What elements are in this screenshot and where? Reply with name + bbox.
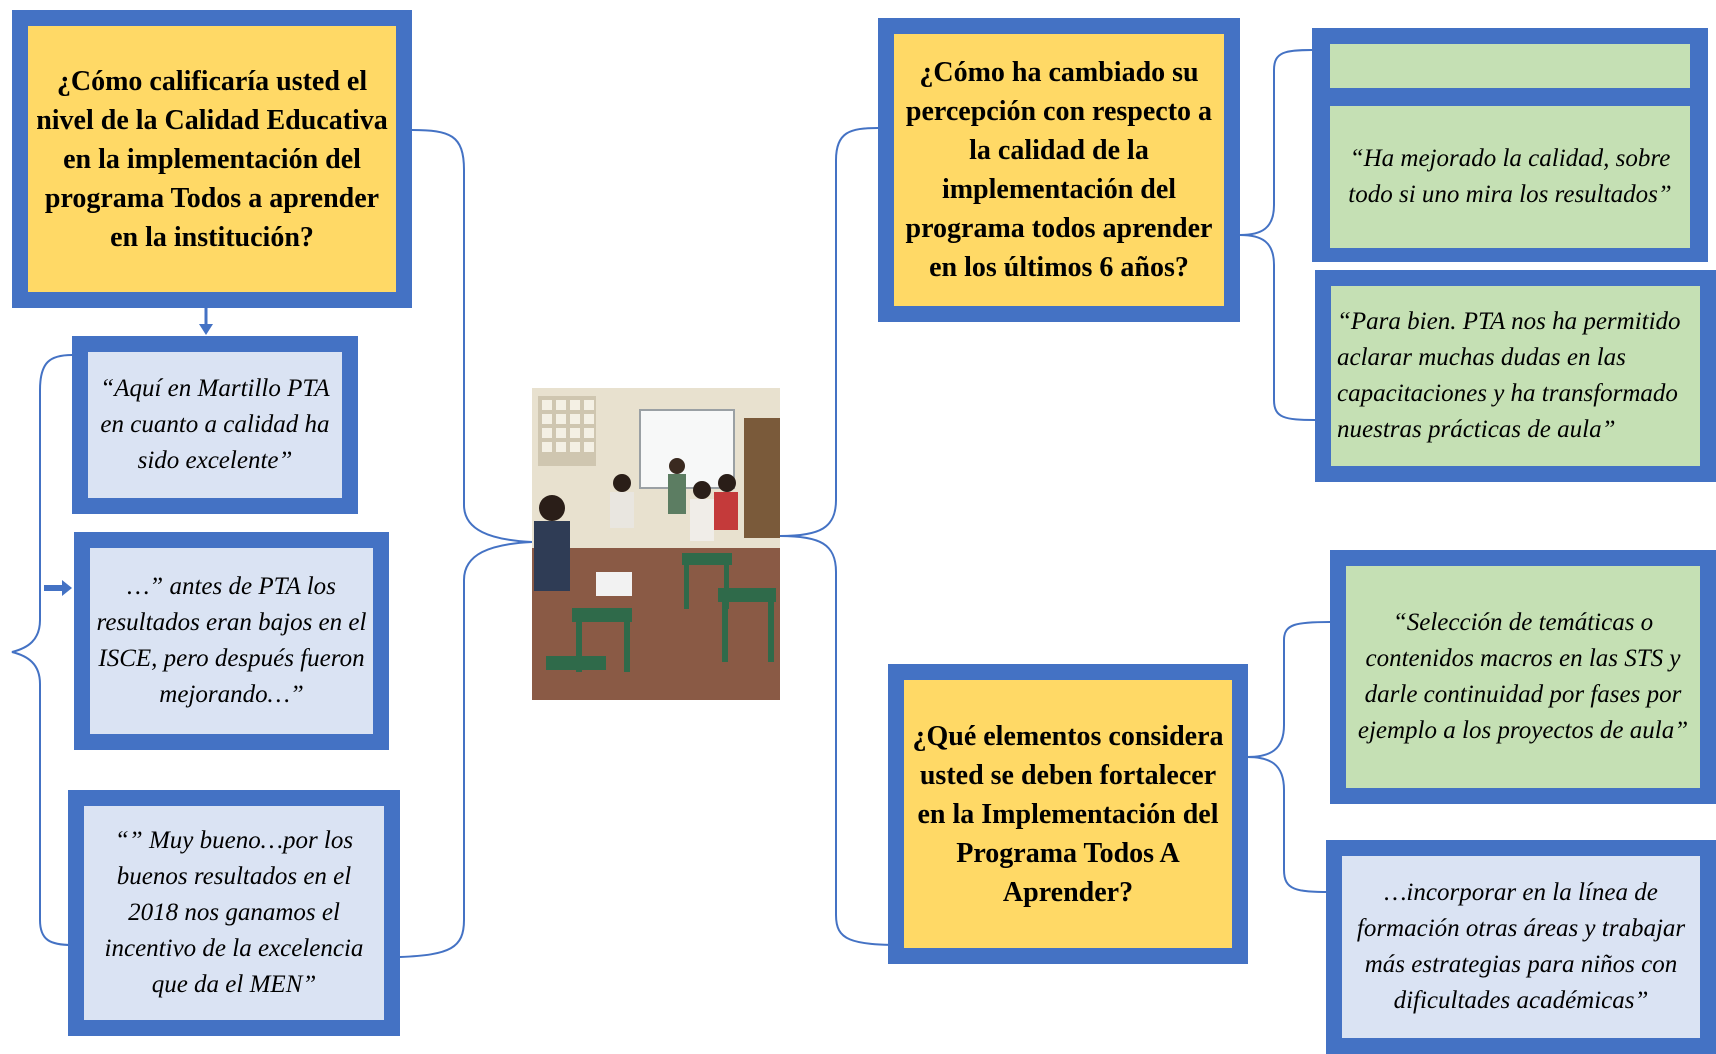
- right-answer-4-box: …incorporar en la línea de formación otr…: [1326, 840, 1716, 1054]
- right-answer-blank-box: [1312, 28, 1708, 104]
- classroom-photo: [532, 388, 780, 700]
- left-answer-2-text: …” antes de PTA los resultados eran bajo…: [90, 548, 373, 734]
- right-arrow-icon: [44, 580, 72, 596]
- q2-answers-brace: [1239, 49, 1313, 236]
- right-main-brace-lower: [779, 535, 906, 946]
- right-answer-2-box: “Para bien. PTA nos ha permitido aclarar…: [1315, 270, 1716, 482]
- q2-answers-brace-lower: [1239, 234, 1316, 421]
- question-2-box: ¿Cómo ha cambiado su percepción con resp…: [878, 18, 1240, 322]
- question-3-box: ¿Qué elementos considera usted se deben …: [888, 664, 1248, 964]
- right-answer-1-text: “Ha mejorado la calidad, sobre todo si u…: [1330, 106, 1690, 248]
- left-answer-1-text: “Aquí en Martillo PTA en cuanto a calida…: [88, 352, 342, 498]
- left-answer-3-text: “” Muy bueno…por los buenos resultados e…: [84, 806, 384, 1020]
- right-answer-3-text: “Selección de temáticas o contenidos mac…: [1346, 566, 1700, 788]
- left-answer-3-box: “” Muy bueno…por los buenos resultados e…: [68, 790, 400, 1036]
- right-answer-4-text: …incorporar en la línea de formación otr…: [1342, 856, 1700, 1038]
- right-answer-2-text: “Para bien. PTA nos ha permitido aclarar…: [1331, 286, 1700, 466]
- left-answers-brace: [11, 354, 73, 946]
- q3-answers-brace: [1246, 621, 1331, 758]
- left-answer-1-box: “Aquí en Martillo PTA en cuanto a calida…: [72, 336, 358, 514]
- left-answer-2-box: …” antes de PTA los resultados eran bajo…: [74, 532, 389, 750]
- right-answer-blank-text: [1330, 44, 1690, 88]
- question-3-text: ¿Qué elementos considera usted se deben …: [904, 680, 1232, 948]
- question-2-text: ¿Cómo ha cambiado su percepción con resp…: [894, 34, 1224, 306]
- right-answer-3-box: “Selección de temáticas o contenidos mac…: [1330, 550, 1716, 804]
- question-1-text: ¿Cómo calificaría usted el nivel de la C…: [28, 26, 396, 292]
- right-main-brace: [779, 127, 879, 537]
- q3-answers-brace-lower: [1246, 756, 1331, 893]
- left-main-brace: [399, 129, 533, 958]
- question-1-box: ¿Cómo calificaría usted el nivel de la C…: [12, 10, 412, 308]
- right-answer-1-box: “Ha mejorado la calidad, sobre todo si u…: [1312, 92, 1708, 262]
- down-arrow-icon: [199, 308, 213, 335]
